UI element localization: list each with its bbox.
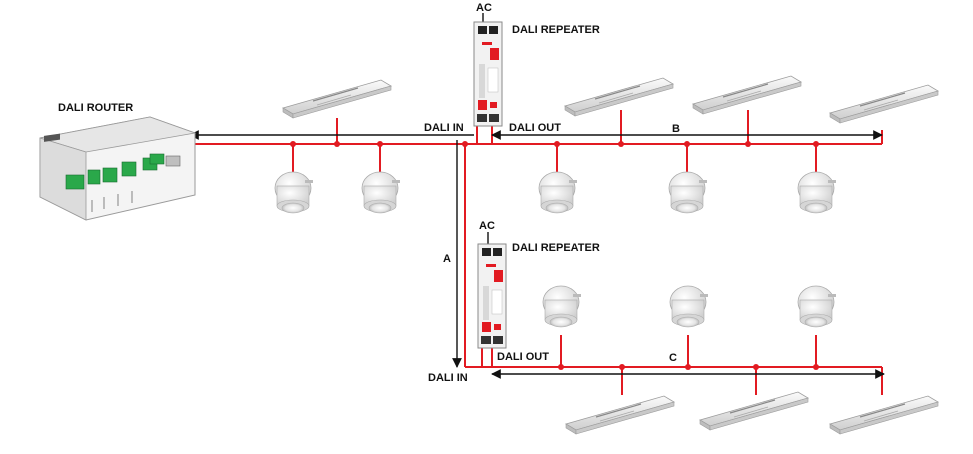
line-c-label: C: [669, 352, 677, 364]
router-label: DALI ROUTER: [58, 102, 133, 114]
ballast-bottom-2: [699, 391, 809, 431]
ballast-top-4: [829, 84, 939, 124]
sensors: [274, 171, 836, 328]
line-b-label: B: [672, 123, 680, 135]
sensor-top-4: [668, 171, 707, 214]
sensor-bottom-1: [542, 285, 581, 328]
dali-repeater-top-device: [473, 21, 503, 127]
ballast-top-2: [564, 77, 674, 117]
bus-junctions: [290, 141, 819, 370]
repeater-top-label: DALI REPEATER: [512, 24, 600, 36]
ballast-top-3: [692, 75, 802, 115]
signal-arrows: [189, 13, 885, 379]
ballast-bottom-1: [565, 395, 675, 435]
line-a-label: A: [443, 253, 451, 265]
sensor-top-2: [361, 171, 400, 214]
dali-out-top-label: DALI OUT: [509, 122, 561, 134]
sensor-bottom-3: [797, 285, 836, 328]
sensor-top-1: [274, 171, 313, 214]
sensor-top-3: [538, 171, 577, 214]
dali-out-bottom-label: DALI OUT: [497, 351, 549, 363]
ballasts: [282, 75, 939, 435]
dali-repeater-bottom-device: [477, 243, 507, 349]
ac-top-label: AC: [476, 2, 492, 14]
dali-router-device: [39, 116, 197, 221]
ballast-bottom-3: [829, 395, 939, 435]
ballast-top-1: [282, 79, 392, 119]
sensor-bottom-2: [669, 285, 708, 328]
ac-bottom-label: AC: [479, 220, 495, 232]
dali-in-bottom-label: DALI IN: [428, 372, 468, 384]
dali-in-top-label: DALI IN: [424, 122, 464, 134]
sensor-top-5: [797, 171, 836, 214]
repeater-bottom-label: DALI REPEATER: [512, 242, 600, 254]
